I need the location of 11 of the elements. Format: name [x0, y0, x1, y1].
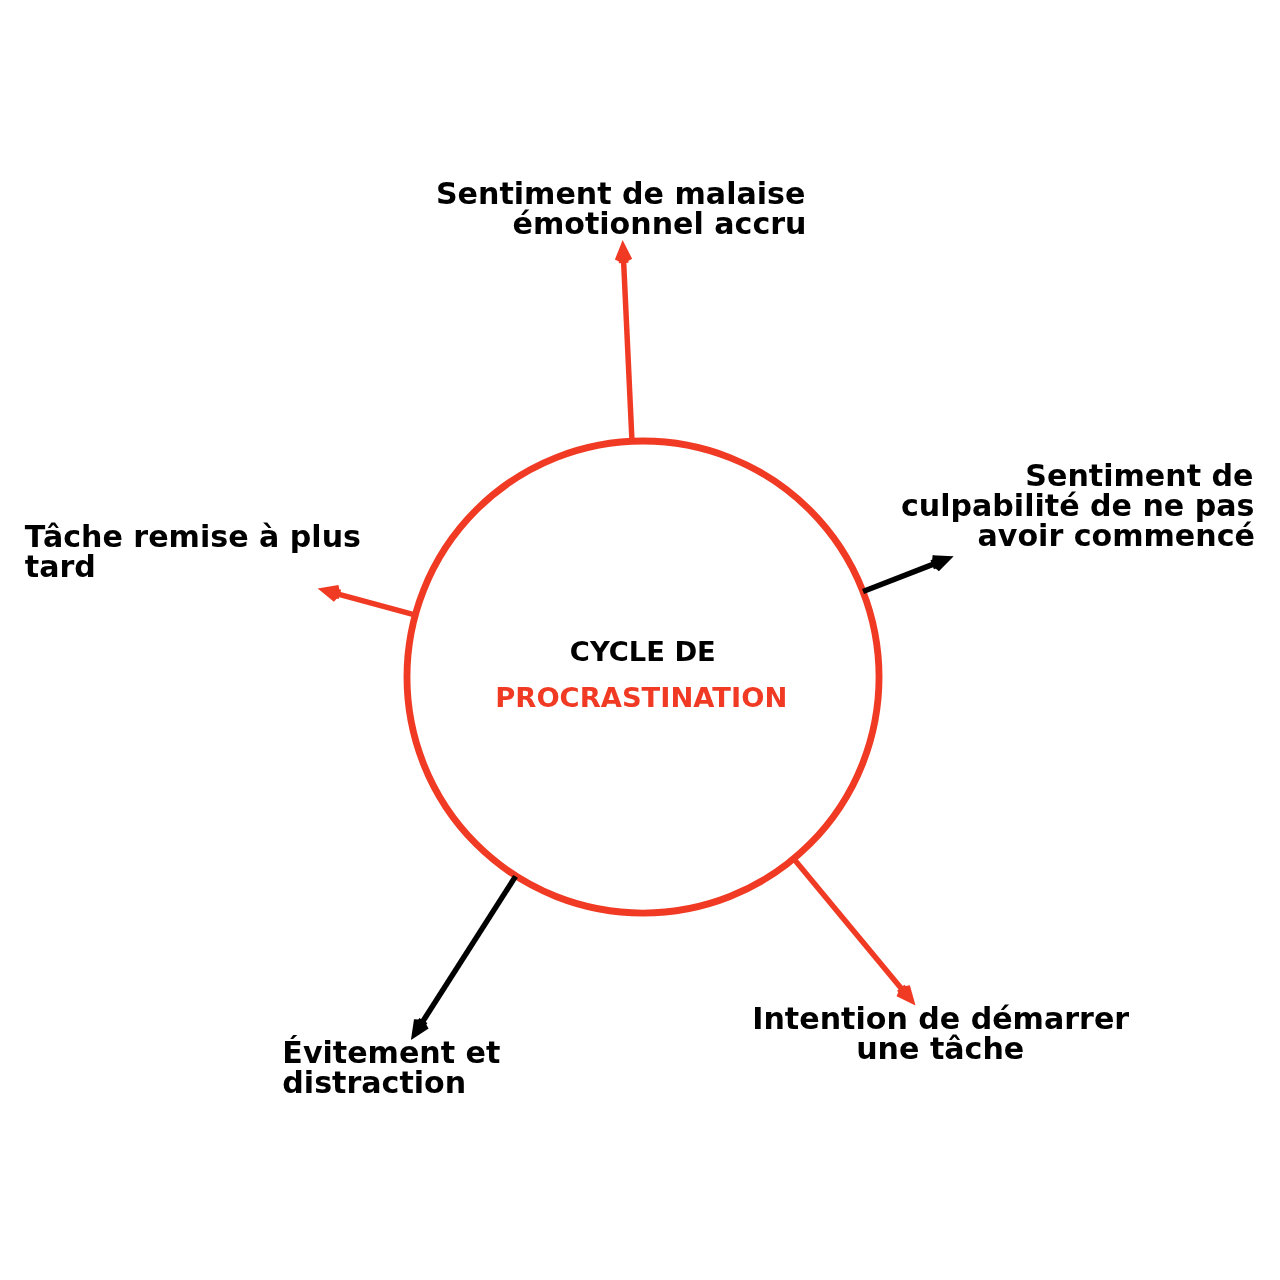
arrow	[791, 856, 914, 1003]
node-text: Intention de démarrer une tâche	[752, 1000, 1130, 1066]
arrow	[614, 243, 635, 441]
node-text: Tâche remise à plus tard	[24, 518, 361, 584]
node-text: Sentiment de culpabilité de ne pas avoir commencé	[900, 457, 1255, 553]
node-text: Évitement et distraction	[282, 1034, 501, 1100]
arrow	[411, 874, 518, 1037]
node-circle: CYCLE DE PROCRASTINATION	[403, 437, 883, 916]
arrow	[862, 554, 951, 594]
arrow	[320, 584, 416, 617]
node-text: Sentiment de malaise émotionnel accru	[435, 175, 807, 241]
